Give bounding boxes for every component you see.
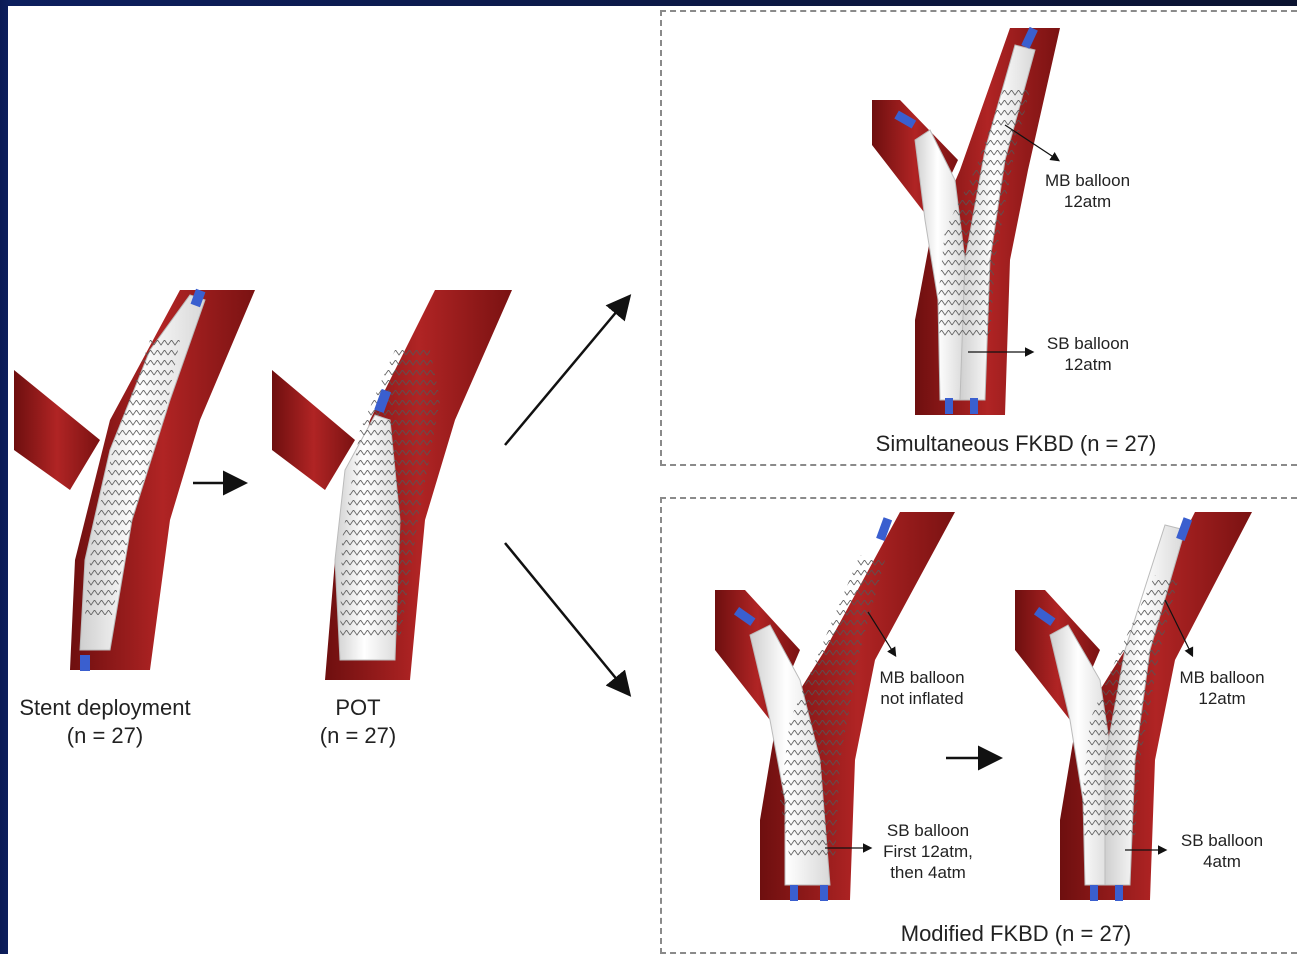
pot-title: POT bbox=[288, 694, 428, 722]
marker-distal bbox=[80, 655, 90, 671]
annotation-line: 4atm bbox=[1166, 851, 1278, 872]
stent-deployment-n: (n = 27) bbox=[0, 722, 210, 750]
stent-deployment-title: Stent deployment bbox=[0, 694, 210, 722]
marker-distal-2 bbox=[1115, 885, 1123, 901]
marker-distal-2 bbox=[820, 885, 828, 901]
annotation-line: then 4atm bbox=[872, 862, 984, 883]
marker-distal-2 bbox=[970, 398, 978, 414]
annotation-line: SB balloon bbox=[1166, 830, 1278, 851]
annotation-line: 12atm bbox=[1166, 688, 1278, 709]
vessel-side-branch bbox=[272, 370, 355, 490]
pot-illustration bbox=[272, 290, 512, 680]
vessel-side-branch bbox=[14, 370, 100, 490]
marker-distal-1 bbox=[945, 398, 953, 414]
annotation-line: MB balloon bbox=[866, 667, 978, 688]
annotation-line: SB balloon bbox=[1032, 333, 1144, 354]
annotation-line: not inflated bbox=[866, 688, 978, 709]
pot-label: POT (n = 27) bbox=[288, 694, 428, 750]
annotation-line: 12atm bbox=[1032, 354, 1144, 375]
simultaneous-fkbd-caption: Simultaneous FKBD (n = 27) bbox=[840, 430, 1192, 458]
annotation-line: First 12atm, bbox=[872, 841, 984, 862]
marker-distal-1 bbox=[790, 885, 798, 901]
arrow-to-simultaneous bbox=[505, 298, 628, 445]
annotation-line: 12atm bbox=[1030, 191, 1145, 212]
arrow-to-modified bbox=[505, 543, 628, 693]
pot-n: (n = 27) bbox=[288, 722, 428, 750]
stent-deployment-illustration bbox=[14, 289, 255, 671]
annotation-mod1-sb: SB balloon First 12atm, then 4atm bbox=[872, 820, 984, 883]
modified-fkbd-caption: Modified FKBD (n = 27) bbox=[856, 920, 1176, 948]
annotation-mod1-mb: MB balloon not inflated bbox=[866, 667, 978, 709]
annotation-sim-sb: SB balloon 12atm bbox=[1032, 333, 1144, 375]
marker-distal-1 bbox=[1090, 885, 1098, 901]
annotation-mod2-sb: SB balloon 4atm bbox=[1166, 830, 1278, 872]
annotation-sim-mb: MB balloon 12atm bbox=[1030, 170, 1145, 212]
annotation-mod2-mb: MB balloon 12atm bbox=[1166, 667, 1278, 709]
stent-deployment-label: Stent deployment (n = 27) bbox=[0, 694, 210, 750]
annotation-line: MB balloon bbox=[1166, 667, 1278, 688]
annotation-line: MB balloon bbox=[1030, 170, 1145, 191]
annotation-line: SB balloon bbox=[872, 820, 984, 841]
